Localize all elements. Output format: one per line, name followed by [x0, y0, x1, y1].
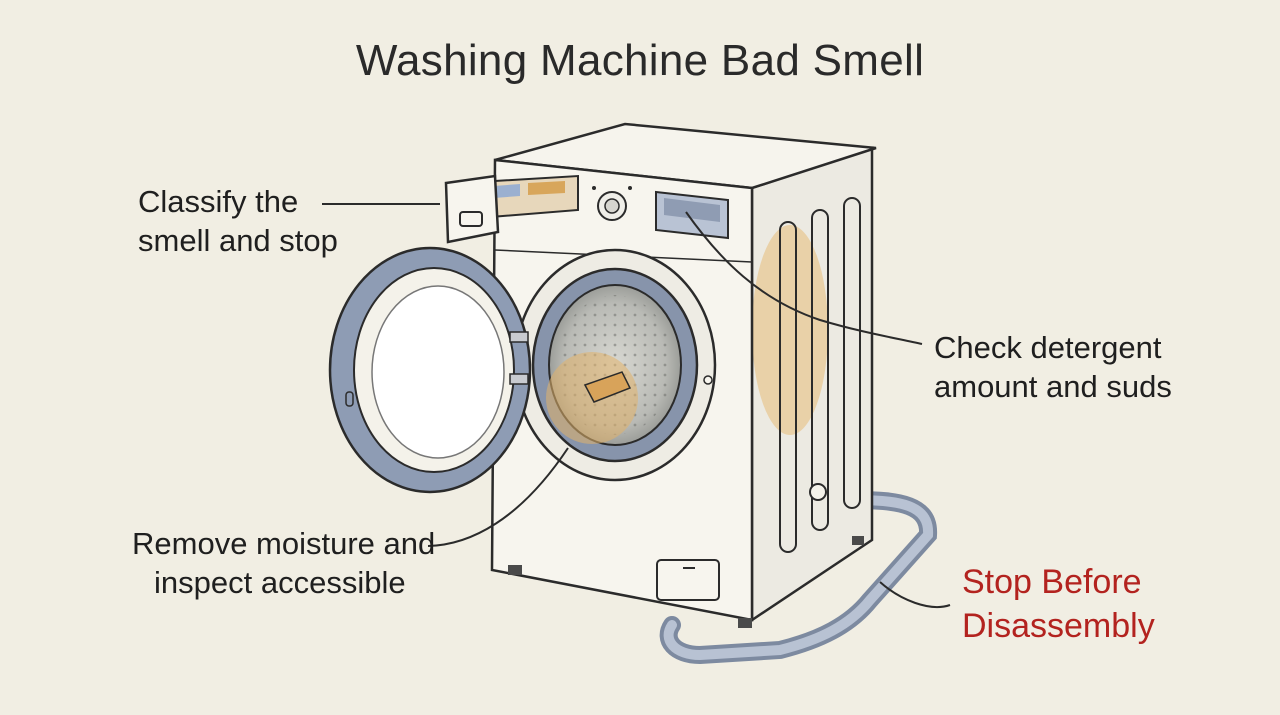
detergent-drawer	[444, 174, 579, 244]
callout-detergent-line1: Check detergent	[934, 330, 1162, 365]
callout-detergent: Check detergent amount and suds	[934, 328, 1172, 406]
page-title: Washing Machine Bad Smell	[355, 36, 925, 85]
callout-detergent-line2: amount and suds	[934, 369, 1172, 404]
open-door	[328, 246, 532, 494]
callout-stop-line2: Disassembly	[962, 607, 1155, 645]
callout-classify: Classify the smell and stop	[138, 182, 338, 260]
callout-moisture: Remove moisture and inspect accessible	[132, 524, 435, 602]
callout-moisture-line2: inspect accessible	[154, 565, 406, 600]
control-panel	[592, 186, 729, 240]
leader-moisture	[427, 447, 569, 547]
leader-lines	[322, 203, 951, 608]
drum	[513, 248, 717, 482]
leader-stop	[879, 581, 951, 608]
callout-classify-line1: Classify the	[138, 184, 299, 219]
drain-hose	[659, 491, 938, 665]
callout-classify-line2: smell and stop	[138, 223, 338, 258]
cabinet-side	[750, 146, 874, 623]
callout-moisture-line1: Remove moisture and	[132, 526, 436, 561]
callout-stop-warning: Stop Before Disassembly	[962, 560, 1155, 648]
callout-stop-line1: Stop Before	[962, 563, 1142, 601]
leader-detergent	[685, 211, 923, 345]
